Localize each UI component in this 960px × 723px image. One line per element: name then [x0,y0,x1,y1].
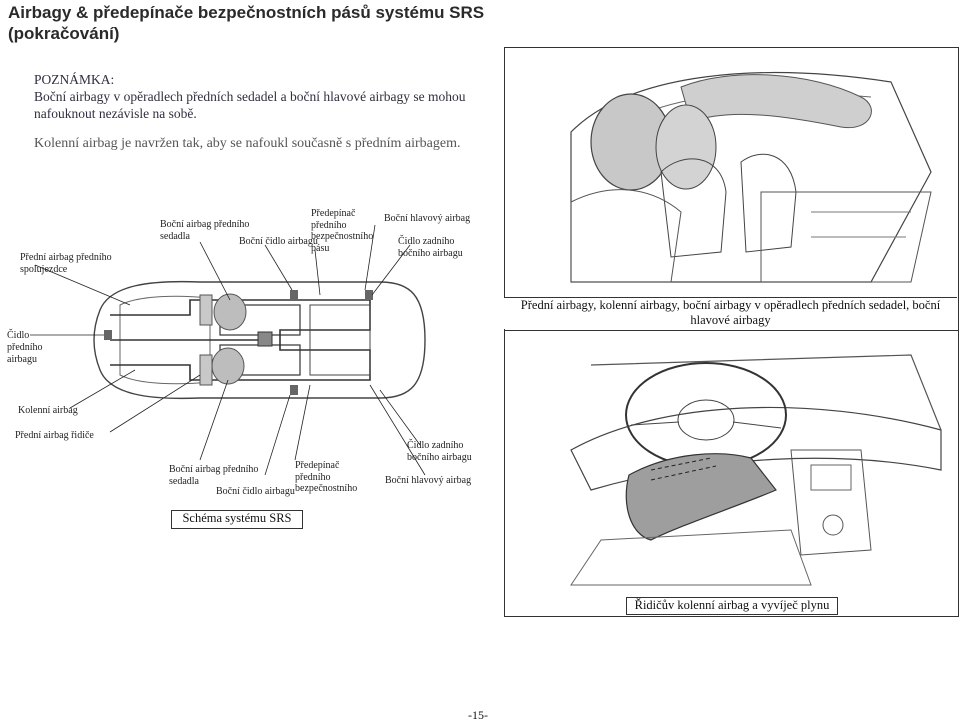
note-heading: POZNÁMKA: [34,72,115,87]
label-rear-side-sensor-top: Čidlo zadního bočního airbagu [398,236,463,259]
note-knee-text: Kolenní airbag je navržen tak, aby se na… [34,136,461,151]
label-side-sensor-top: Boční čidlo airbagu [239,236,318,247]
label-knee-airbag: Kolenní airbag [18,405,78,416]
note-block: POZNÁMKA: Boční airbagy v opěradlech pře… [34,71,474,153]
label-pretensioner-top: Předepínač předního bezpečnostního pásu [311,208,374,254]
car-topdown-schematic [30,224,426,476]
label-pretensioner-bottom: Předepínač předního bezpečnostního [295,460,358,494]
note-text: Boční airbagy v opěradlech předních seda… [34,89,466,121]
label-seat-side-airbag-bottom: Boční airbag předního sedadla [169,464,259,487]
schema-caption: Schéma systému SRS [171,510,303,529]
label-seat-side-airbag-top: Boční airbag předního sedadla [160,219,250,242]
airbags-figure-caption: Přední airbagy, kolenní airbagy, boční a… [504,297,957,329]
label-driver-airbag: Přední airbag řidiče [15,430,94,441]
page-number: -15- [468,708,488,722]
knee-airbag-figure-caption: Řidičův kolenní airbag a vyvíječ plynu [626,597,838,615]
label-front-sensor: Čidlo předního airbagu [7,330,43,365]
label-curtain-airbag-bottom: Boční hlavový airbag [385,475,472,486]
label-front-passenger-airbag: Přední airbag předního spolujezdce [20,252,112,275]
knee-airbag-illustration [570,354,942,586]
label-curtain-airbag-top: Boční hlavový airbag [384,213,471,224]
deployed-airbags-illustration [570,72,932,283]
label-rear-side-sensor-bottom: Čidlo zadního bočního airbagu [407,440,472,463]
page-title: Airbagy & předepínače bezpečnostních pás… [8,3,485,43]
label-side-sensor-bottom: Boční čidlo airbagu [216,486,295,497]
